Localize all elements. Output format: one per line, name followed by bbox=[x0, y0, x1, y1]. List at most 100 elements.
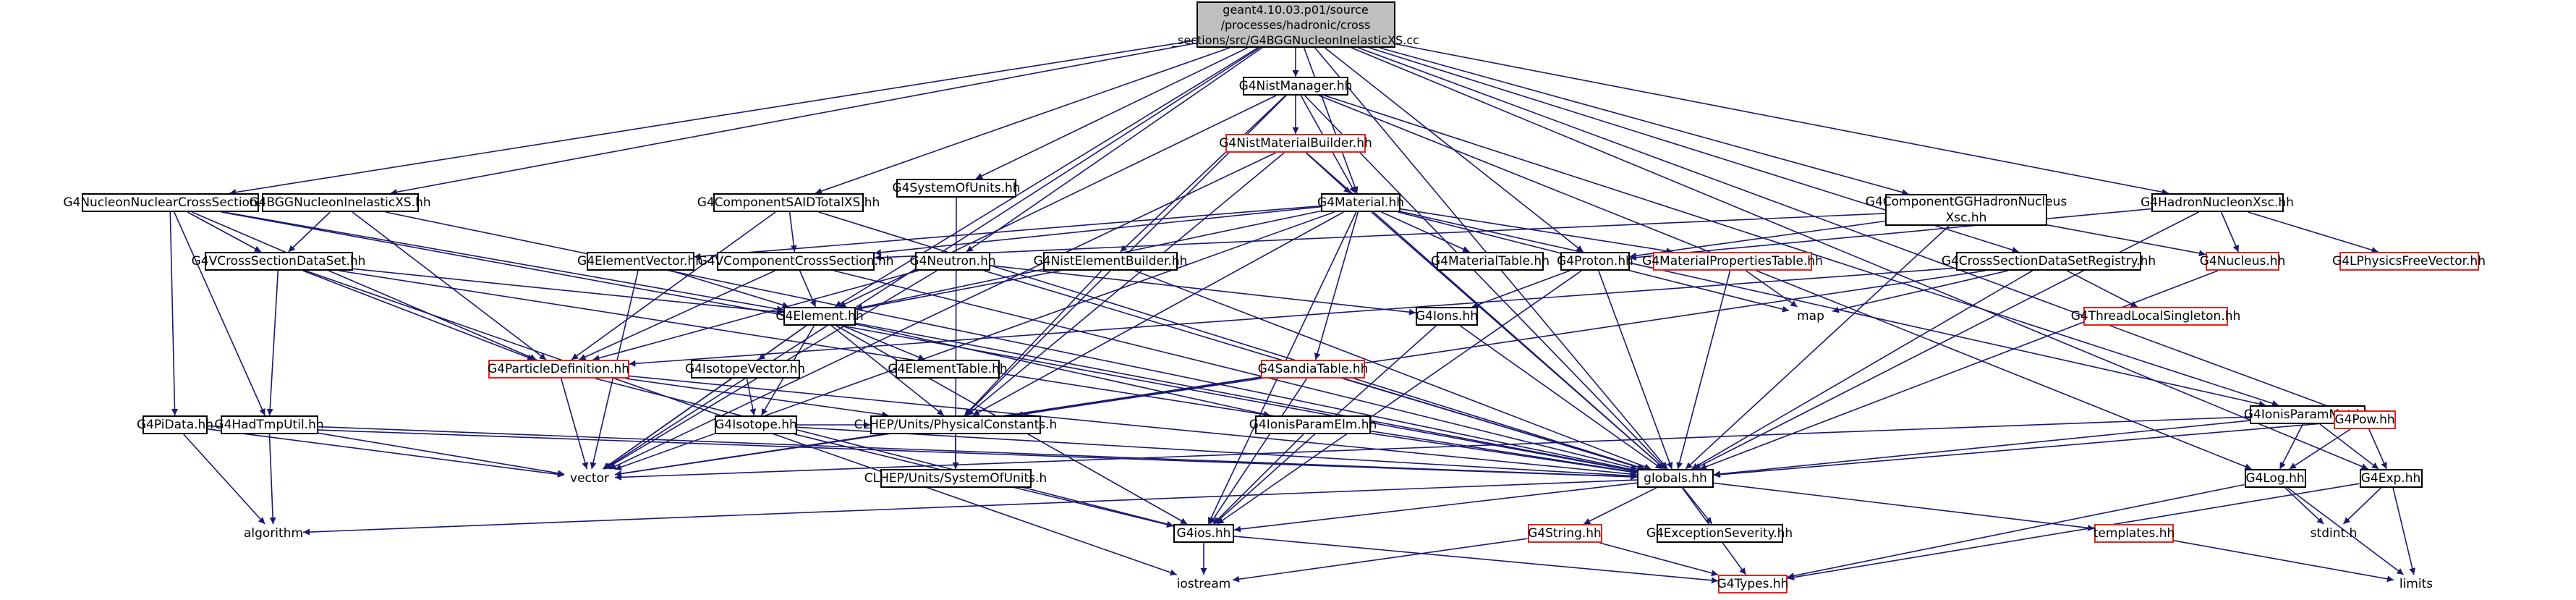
node-material[interactable]: G4Material.hh bbox=[1317, 193, 1404, 212]
node-globals[interactable]: globals.hh bbox=[1637, 469, 1714, 488]
edge-templates-to-limits bbox=[2173, 540, 2394, 583]
node-nucleon-nuclear-cs[interactable]: G4NucleonNuclearCrossSection.hh bbox=[63, 193, 277, 212]
node-vector: vector bbox=[564, 469, 615, 488]
node-label: G4ComponentGGHadronNucleus Xsc.hh bbox=[1865, 195, 2067, 225]
node-types[interactable]: G4Types.hh bbox=[1717, 575, 1788, 593]
edge-log-to-limits bbox=[2287, 487, 2405, 575]
node-nist-material-builder[interactable]: G4NistMaterialBuilder.hh bbox=[1219, 134, 1372, 153]
node-root-source-file[interactable]: geant4.10.03.p01/source/processes/hadron… bbox=[1172, 1, 1419, 48]
node-exception-severity[interactable]: G4ExceptionSeverity.hh bbox=[1646, 524, 1793, 543]
node-label: G4Neutron.hh bbox=[909, 254, 996, 269]
node-label: G4VComponentCrossSection.hh bbox=[697, 254, 894, 269]
node-nist-manager[interactable]: G4NistManager.hh bbox=[1239, 77, 1352, 96]
node-ios[interactable]: G4ios.hh bbox=[1173, 524, 1234, 543]
edge-particle-definition-to-ios bbox=[595, 378, 1174, 528]
node-proton[interactable]: G4Proton.hh bbox=[1557, 252, 1633, 271]
edge-cs-dataset-registry-to-thread-local-singleton bbox=[2066, 270, 2138, 308]
node-label: G4NistManager.hh bbox=[1238, 79, 1353, 93]
node-label: G4NucleonNuclearCrossSection.hh bbox=[63, 195, 277, 210]
node-vcs-dataset[interactable]: G4VCrossSectionDataSet.hh bbox=[192, 252, 365, 271]
edge-hadron-nucleon-xsc-to-nucleus bbox=[2220, 211, 2240, 253]
edge-vcs-dataset-to-had-tmp-util bbox=[266, 270, 279, 416]
node-label: templates.hh bbox=[2093, 526, 2175, 541]
node-component-sai[interactable]: G4ComponentSAIDTotalXS.hh bbox=[697, 193, 880, 212]
node-isotope-vector[interactable]: G4IsotopeVector.hh bbox=[685, 360, 805, 379]
node-nucleus[interactable]: G4Nucleus.hh bbox=[2200, 252, 2285, 271]
node-hadron-nucleon-xsc[interactable]: G4HadronNucleonXsc.hh bbox=[2141, 193, 2294, 212]
edge-root-to-system-of-units bbox=[975, 47, 1248, 179]
node-particle-definition[interactable]: G4ParticleDefinition.hh bbox=[488, 360, 629, 379]
edge-ionis-param-mat-to-vector bbox=[614, 416, 2250, 481]
node-isotope[interactable]: G4Isotope.hh bbox=[715, 415, 797, 434]
node-label: G4CrossSectionDataSetRegistry.hh bbox=[1941, 254, 2156, 269]
node-templates[interactable]: templates.hh bbox=[2093, 524, 2175, 543]
edge-exp-to-types bbox=[1787, 483, 2360, 581]
edge-proton-to-ions bbox=[1471, 270, 1570, 308]
edge-component-gg-to-vcomponent-cs bbox=[874, 213, 1886, 261]
node-vcomponent-cs[interactable]: G4VComponentCrossSection.hh bbox=[697, 252, 894, 271]
node-label: G4IsotopeVector.hh bbox=[684, 362, 806, 376]
node-exp[interactable]: G4Exp.hh bbox=[2359, 469, 2423, 488]
node-pow[interactable]: G4Pow.hh bbox=[2334, 410, 2396, 429]
edge-root-to-neutron bbox=[966, 47, 1263, 253]
node-neutron[interactable]: G4Neutron.hh bbox=[909, 252, 996, 271]
edge-globals-to-algorithm bbox=[302, 479, 1638, 536]
node-thread-local-singleton[interactable]: G4ThreadLocalSingleton.hh bbox=[2071, 307, 2240, 326]
node-had-tmp-util[interactable]: G4HadTmpUtil.hh bbox=[214, 415, 324, 434]
node-material-properties-table[interactable]: G4MaterialPropertiesTable.hh bbox=[1642, 252, 1823, 271]
edge-pow-to-log bbox=[2289, 428, 2351, 470]
node-label: CLHEP/Units/SystemOfUnits.h bbox=[864, 471, 1047, 486]
node-material-table[interactable]: G4MaterialTable.hh bbox=[1431, 252, 1550, 271]
node-label: algorithm bbox=[243, 526, 304, 541]
node-label: G4Proton.hh bbox=[1557, 254, 1633, 269]
edge-root-to-exp bbox=[1351, 47, 2368, 470]
node-element-vector[interactable]: G4ElementVector.hh bbox=[577, 252, 703, 271]
edge-had-tmp-util-to-algorithm bbox=[268, 434, 276, 525]
node-label: G4IonisParamElm.hh bbox=[1249, 418, 1377, 432]
node-log[interactable]: G4Log.hh bbox=[2244, 469, 2306, 488]
node-nist-element-builder[interactable]: G4NistElementBuilder.hh bbox=[1034, 252, 1187, 271]
node-component-gg[interactable]: G4ComponentGGHadronNucleus Xsc.hh bbox=[1866, 194, 2067, 226]
edge-vcs-dataset-to-element bbox=[352, 268, 784, 316]
edge-root-to-pow bbox=[1358, 47, 2340, 412]
node-map: map bbox=[1789, 307, 1832, 326]
edge-proton-to-ios bbox=[1217, 270, 1582, 525]
edge-vcs-dataset-to-particle-definition bbox=[302, 270, 535, 360]
root-label-line: geant4.10.03.p01/source bbox=[1223, 2, 1369, 17]
edge-material-properties-table-to-globals bbox=[1676, 270, 1731, 470]
edge-sandia-table-to-ios bbox=[1209, 378, 1308, 525]
node-sandia-table[interactable]: G4SandiaTable.hh bbox=[1258, 360, 1368, 379]
edge-cs-dataset-registry-to-map bbox=[1832, 270, 2008, 313]
edge-particle-definition-to-vector bbox=[560, 378, 589, 470]
edge-nist-element-builder-to-element bbox=[855, 270, 1061, 312]
edge-nist-manager-to-element bbox=[838, 95, 1277, 308]
edge-had-tmp-util-to-vector bbox=[318, 432, 565, 477]
node-element[interactable]: G4Element.hh bbox=[775, 307, 864, 326]
node-label: G4ExceptionSeverity.hh bbox=[1646, 526, 1793, 541]
edge-hadron-nucleon-xsc-to-proton bbox=[1629, 208, 2151, 261]
node-system-of-units[interactable]: G4SystemOfUnits.hh bbox=[892, 179, 1021, 198]
node-clhep-system-of-units[interactable]: CLHEP/Units/SystemOfUnits.h bbox=[864, 469, 1047, 488]
node-cs-dataset-registry[interactable]: G4CrossSectionDataSetRegistry.hh bbox=[1942, 252, 2156, 271]
node-element-table[interactable]: G4ElementTable.hh bbox=[888, 360, 1008, 379]
edge-ionis-param-mat-to-globals bbox=[1713, 420, 2250, 478]
edge-root-to-component-gg bbox=[1379, 47, 1909, 195]
node-bgg-nucleon-inelastic[interactable]: G4BGGNucleonInelasticXS.hh bbox=[249, 193, 431, 212]
node-physical-constants[interactable]: CLHEP/Units/PhysicalConstants.h bbox=[854, 415, 1057, 434]
edge-ionis-param-mat-to-log bbox=[2279, 423, 2304, 470]
node-label: G4PiData.hh bbox=[136, 418, 214, 432]
node-physics-free-vector[interactable]: G4LPhysicsFreeVector.hh bbox=[2332, 252, 2486, 271]
edge-bgg-nucleon-inelastic-to-vcs-dataset bbox=[288, 211, 331, 253]
edge-pi-data-to-globals bbox=[207, 425, 1638, 481]
root-label-line: _sections/src/G4BGGNucleonInelasticXS.cc bbox=[1172, 33, 1419, 47]
node-ions[interactable]: G4Ions.hh bbox=[1416, 307, 1478, 326]
edge-log-to-types bbox=[1787, 483, 2245, 579]
node-string[interactable]: G4String.hh bbox=[1527, 524, 1602, 543]
edge-root-to-nucleon-nuclear-cs bbox=[229, 39, 1196, 196]
node-pi-data[interactable]: G4PiData.hh bbox=[137, 415, 213, 434]
edge-vcomponent-cs-to-element bbox=[799, 270, 817, 308]
edge-isotope-to-globals bbox=[796, 426, 1638, 479]
node-label: G4ParticleDefinition.hh bbox=[487, 362, 630, 376]
node-ionis-param-elm[interactable]: G4IonisParamElm.hh bbox=[1249, 415, 1377, 434]
edge-element-to-globals bbox=[855, 322, 1638, 473]
